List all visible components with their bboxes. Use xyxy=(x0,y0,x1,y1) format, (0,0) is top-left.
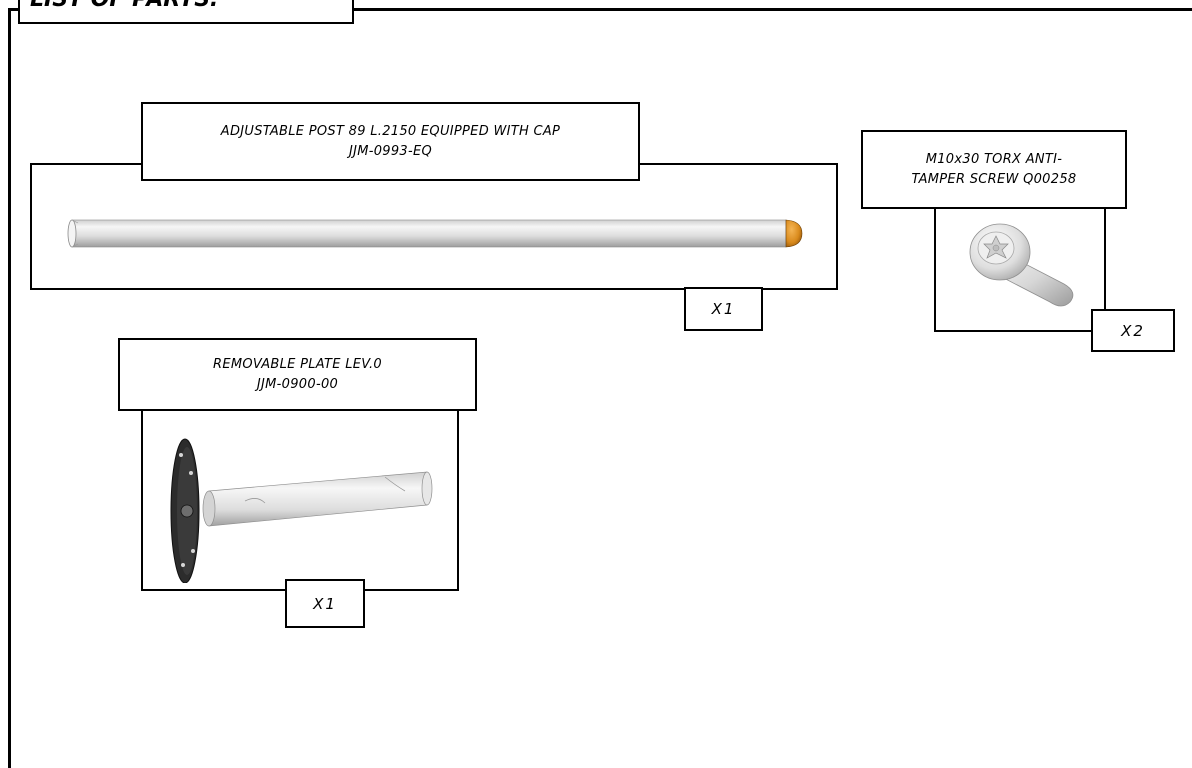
page-title: LIST OF PARTS: xyxy=(18,0,354,24)
part-screw-label: M10x30 TORX ANTI- TAMPER SCREW Q00258 xyxy=(861,130,1127,209)
part-plate-name: REMOVABLE PLATE LEV.0 xyxy=(213,356,382,372)
part-screw-box xyxy=(934,192,1106,332)
part-screw-code: TAMPER SCREW Q00258 xyxy=(911,171,1077,187)
part-plate-box xyxy=(141,407,459,591)
part-screw-name: M10x30 TORX ANTI- xyxy=(925,151,1063,167)
part-post-name: ADJUSTABLE POST 89 L.2150 EQUIPPED WITH … xyxy=(220,123,561,139)
part-screw-quantity: X2 xyxy=(1091,309,1175,352)
part-post-box xyxy=(30,163,838,290)
plate-post-icon xyxy=(165,433,445,583)
part-post-code: JJM-0993-EQ xyxy=(348,143,433,159)
part-plate-quantity: X1 xyxy=(285,579,365,628)
post-icon xyxy=(64,215,804,253)
part-plate-code: JJM-0900-00 xyxy=(256,376,339,392)
part-plate-label: REMOVABLE PLATE LEV.0 JJM-0900-00 xyxy=(118,338,477,411)
part-post-label: ADJUSTABLE POST 89 L.2150 EQUIPPED WITH … xyxy=(141,102,640,181)
part-post-quantity: X1 xyxy=(684,287,763,331)
screw-icon xyxy=(958,212,1088,312)
drawing-frame xyxy=(8,8,1192,768)
